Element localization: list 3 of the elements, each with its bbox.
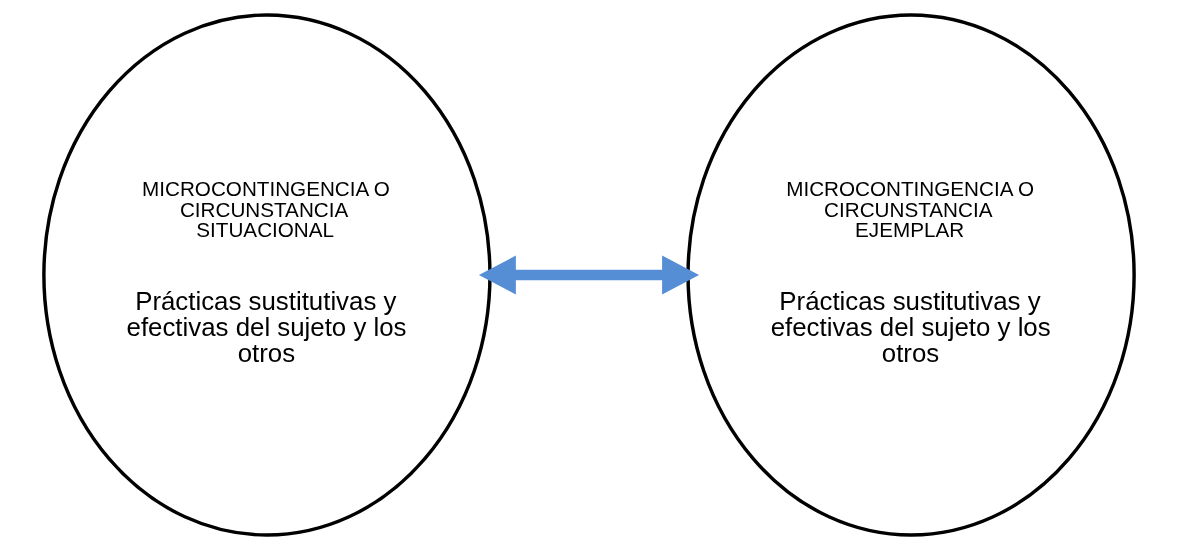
node-ellipse: MICROCONTINGENCIA O CIRCUNSTANCIA EJEMPLAR Prácticas sustitutivas y efectivas del sujeto y los otros <box>685 13 1136 537</box>
node-ellipse: MICROCONTINGENCIA O CIRCUNSTANCIA SITUACIONAL Prácticas sustitutivas y efectivas del sujeto y los otros <box>41 13 492 537</box>
arrow <box>478 255 699 295</box>
